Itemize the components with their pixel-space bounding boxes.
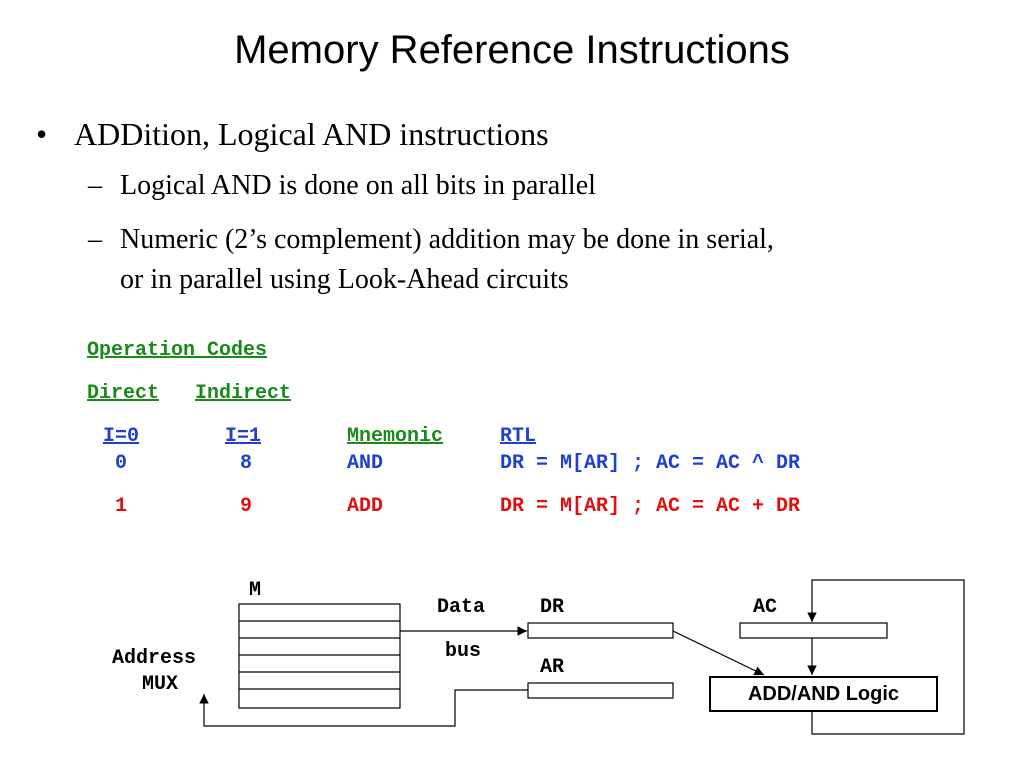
memory-label: M: [249, 579, 262, 602]
sub-bullet-text: Logical AND is done on all bits in paral…: [120, 170, 596, 201]
row-indirect-code: 8: [240, 452, 253, 475]
dr-register: [527, 622, 674, 639]
indirect-heading: Indirect: [195, 382, 292, 405]
ac-register: [739, 622, 888, 639]
sub-bullet-marker: –: [88, 170, 102, 201]
ar-label: AR: [540, 656, 565, 679]
ac-label: AC: [753, 596, 778, 619]
bullet-marker: •: [36, 116, 48, 152]
sub-bullet-text-line2: or in parallel using Look-Ahead circuits: [120, 264, 569, 295]
col-mnemonic-header: Mnemonic: [347, 425, 444, 448]
col-i1-header: I=1: [225, 425, 262, 448]
mux-label: MUX: [142, 673, 179, 696]
opcodes-heading: Operation Codes: [87, 339, 268, 362]
direct-heading: Direct: [87, 382, 160, 405]
ar-to-mux-arrow: [199, 689, 528, 727]
bullet-text: ADDition, Logical AND instructions: [74, 116, 549, 152]
col-rtl-header: RTL: [500, 425, 537, 448]
address-label: Address: [112, 647, 197, 670]
row-mnemonic: AND: [347, 452, 384, 475]
row-rtl: DR = M[AR] ; AC = AC + DR: [500, 495, 801, 518]
sub-bullet-text-line1: Numeric (2’s complement) addition may be…: [120, 224, 774, 255]
dr-label: DR: [540, 596, 565, 619]
slide-title: Memory Reference Instructions: [234, 28, 790, 72]
add-and-logic-block: ADD/AND Logic: [709, 676, 938, 712]
feedback-arrow: [807, 579, 965, 735]
row-direct-code: 0: [115, 452, 128, 475]
row-indirect-code: 9: [240, 495, 253, 518]
ar-register: [527, 682, 674, 699]
row-rtl: DR = M[AR] ; AC = AC ^ DR: [500, 452, 801, 475]
dr-to-logic-arrow: [672, 630, 765, 676]
data-bus-label: Data: [437, 596, 486, 619]
row-mnemonic: ADD: [347, 495, 384, 518]
row-direct-code: 1: [115, 495, 128, 518]
bus-label: bus: [445, 640, 482, 663]
memory-block: [238, 603, 401, 709]
sub-bullet-marker: –: [88, 224, 102, 255]
col-i0-header: I=0: [103, 425, 140, 448]
